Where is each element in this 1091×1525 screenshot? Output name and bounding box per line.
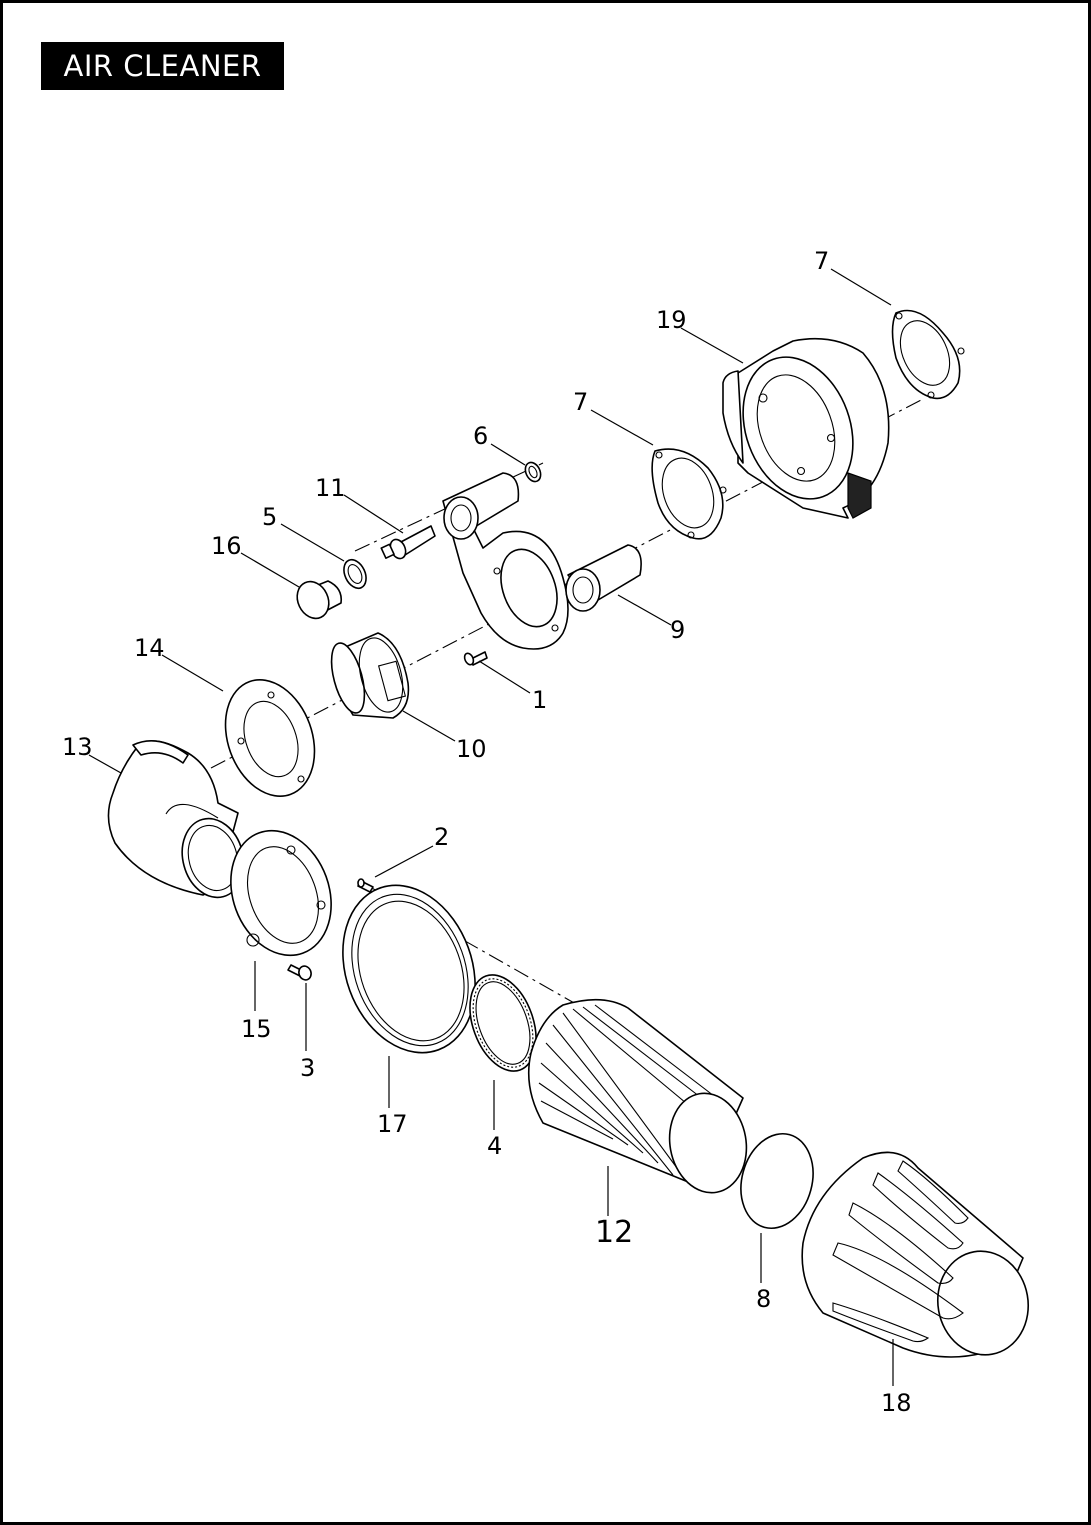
callout-2: 2 (434, 823, 449, 851)
callout-4: 4 (487, 1132, 502, 1160)
part-12-filter-element (527, 998, 748, 1194)
callout-14: 14 (134, 634, 165, 662)
part-16-plug (296, 580, 343, 620)
part-7-gasket-middle (651, 448, 727, 540)
callout-15: 15 (241, 1015, 272, 1043)
callout-5: 5 (262, 503, 277, 531)
callout-16: 16 (211, 532, 242, 560)
part-7-gasket-upper (891, 309, 965, 400)
callout-1: 1 (532, 686, 547, 714)
callout-10: 10 (456, 735, 487, 763)
callout-17: 17 (377, 1110, 408, 1138)
callout-13: 13 (62, 733, 93, 761)
callout-19: 19 (656, 306, 687, 334)
callout-12: 12 (595, 1215, 633, 1250)
part-6-o-ring (524, 461, 542, 483)
part-14-gasket (224, 679, 316, 797)
leader-lines (88, 268, 894, 1386)
part-4-filter-band (469, 974, 537, 1072)
part-17-trim-ring (342, 884, 476, 1054)
callout-9: 9 (670, 616, 685, 644)
callout-7-upper: 7 (814, 247, 829, 275)
part-9-breather-bracket (442, 472, 642, 650)
callout-18: 18 (881, 1389, 912, 1417)
part-19-backplate (722, 337, 890, 519)
part-3-screw (287, 964, 312, 981)
part-2-screw (357, 878, 374, 893)
part-8-gasket-disk (740, 1132, 814, 1230)
callout-8: 8 (756, 1285, 771, 1313)
callout-11: 11 (315, 474, 346, 502)
callout-3: 3 (300, 1054, 315, 1082)
part-5-o-ring (343, 558, 367, 590)
callout-labels: 7 19 7 6 11 5 16 9 1 14 10 13 2 15 3 17 … (62, 247, 912, 1417)
part-1-screw (463, 651, 488, 666)
callout-6: 6 (473, 422, 488, 450)
exploded-parts-diagram: 7 19 7 6 11 5 16 9 1 14 10 13 2 15 3 17 … (62, 247, 1030, 1417)
part-13-elbow (107, 739, 245, 899)
part-11-breather-bolt (380, 525, 436, 560)
part-10-clamp (330, 632, 410, 719)
part-18-cover (801, 1151, 1030, 1358)
callout-7-middle: 7 (573, 388, 588, 416)
page-title: AIR CLEANER (41, 42, 284, 90)
part-15-backing-ring (230, 829, 332, 957)
